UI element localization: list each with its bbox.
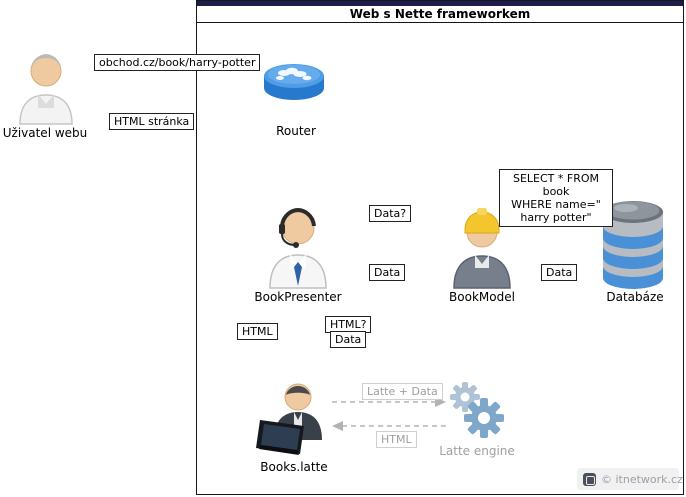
watermark: © itnetwork.cz: [577, 468, 683, 490]
db-data-label: Data: [541, 264, 578, 281]
book-model-icon: [453, 208, 511, 289]
html-result-label: HTML: [237, 323, 278, 340]
itnetwork-logo-icon: [583, 472, 596, 486]
data-question-label: Data?: [369, 205, 412, 222]
latte-plus-data-label: Latte + Data: [362, 383, 443, 400]
book-model-label: BookModel: [442, 290, 522, 304]
latte-engine-gears-icon: [450, 382, 504, 438]
sql-query-label: SELECT * FROM book WHERE name=" harry po…: [499, 169, 613, 227]
router-label: Router: [266, 124, 326, 138]
book-presenter-label: BookPresenter: [252, 290, 344, 304]
book-presenter-icon: [269, 207, 327, 289]
database-label: Databáze: [604, 290, 666, 304]
books-latte-icon: [256, 383, 322, 455]
frame-title: Web s Nette frameworkem: [197, 6, 683, 23]
sql-line-3: harry potter": [520, 211, 592, 224]
request-url-label: obchod.cz/book/harry-potter: [94, 54, 261, 71]
books-latte-label: Books.latte: [254, 460, 334, 474]
engine-html-label: HTML: [376, 431, 417, 448]
template-data-label: Data: [330, 331, 367, 348]
database-icon: [603, 201, 663, 289]
frame-header-accent: [197, 1, 683, 6]
user-label: Uživatel webu: [2, 126, 88, 140]
latte-engine-label: Latte engine: [439, 444, 515, 458]
router-icon: [264, 64, 324, 100]
data-reply-label: Data: [369, 264, 406, 281]
sql-line-2: WHERE name=": [511, 198, 601, 211]
sql-line-1: SELECT * FROM book: [512, 172, 600, 198]
watermark-text: © itnetwork.cz: [601, 472, 683, 486]
html-page-label: HTML stránka: [109, 113, 195, 130]
web-user-icon: [19, 54, 73, 125]
